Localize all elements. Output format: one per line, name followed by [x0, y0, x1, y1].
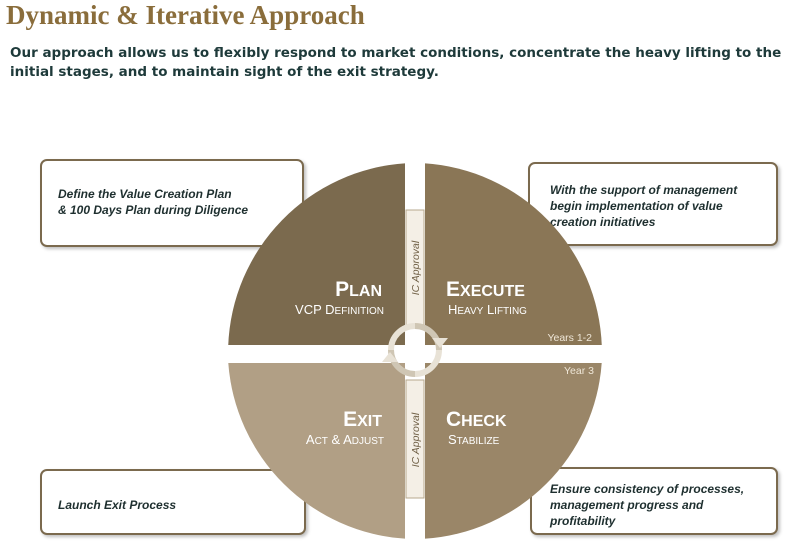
check-subtitle: STABILIZE [448, 432, 500, 447]
quadrant-exit [228, 362, 406, 539]
callout-line: begin implementation of value [550, 199, 723, 213]
plan-subtitle: VCP DEFINITION [295, 302, 384, 317]
exit-title: EXIT [343, 408, 382, 431]
callout-line: management progress and [550, 498, 704, 512]
callout-line: creation initiatives [550, 215, 656, 229]
callout-exit-text: Launch Exit Process [58, 497, 278, 513]
plan-title: PLAN [335, 278, 382, 301]
ic-approval-strip-bottom [405, 379, 425, 499]
years-label-bottom: Year 3 [564, 365, 594, 377]
execute-subtitle: HEAVY LIFTING [448, 302, 527, 317]
callout-check-text: Ensure consistency of processes, managem… [550, 481, 772, 529]
ic-approval-label-top: IC Approval [410, 240, 422, 295]
callout-line: Launch Exit Process [58, 498, 177, 512]
callout-check [530, 467, 778, 535]
callout-line: Ensure consistency of processes, [550, 482, 745, 496]
callout-plan-text: Define the Value Creation Plan & 100 Day… [58, 186, 278, 218]
quadrant-execute [424, 163, 602, 346]
callout-line: & 100 Days Plan during Diligence [58, 203, 249, 217]
callout-line: With the support of management [550, 183, 738, 197]
exit-subtitle: ACT & ADJUST [306, 432, 384, 447]
page-subtitle: Our approach allows us to flexibly respo… [10, 45, 782, 80]
quadrant-check-fill [424, 362, 602, 539]
arrowhead-icon [432, 338, 448, 348]
ic-approval-label-bottom: IC Approval [410, 412, 422, 467]
quadrant-plan [228, 163, 406, 346]
years-label-top: Years 1-2 [547, 332, 592, 344]
callout-exit [40, 469, 306, 535]
check-title: CHECK [446, 408, 507, 431]
execute-title: EXECUTE [446, 278, 525, 301]
callout-execute-text: With the support of management begin imp… [550, 182, 772, 230]
page-title: Dynamic & Iterative Approach [6, 0, 365, 30]
arrowhead-icon [382, 352, 398, 362]
callout-execute [528, 162, 778, 246]
callout-line: Define the Value Creation Plan [58, 187, 232, 201]
callout-plan [40, 159, 304, 247]
callout-line: profitability [550, 514, 616, 528]
